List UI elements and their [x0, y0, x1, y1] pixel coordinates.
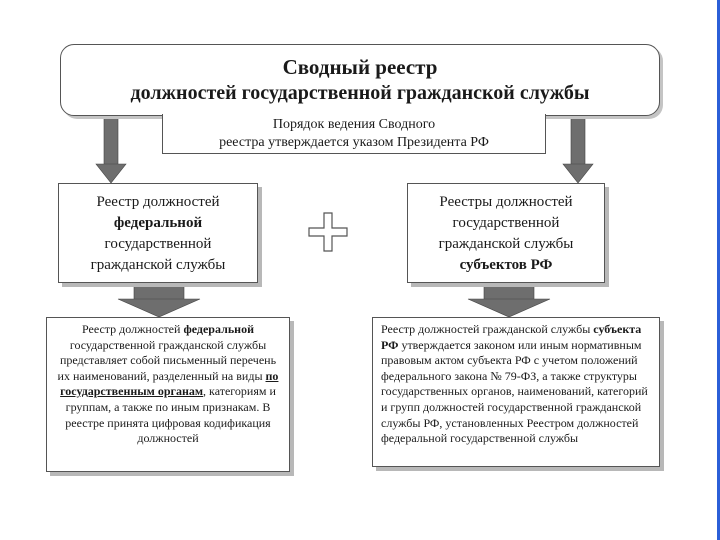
right-edge-accent — [717, 0, 720, 540]
federal-description-text-3: государственной гражданской службы предс… — [57, 337, 277, 383]
federal-registry-box: Реестр должностей федеральной государств… — [58, 183, 258, 283]
subjects-description-box: Реестр должностей гражданской службы суб… — [372, 317, 660, 467]
federal-description-text-1: Реестр должностей — [81, 322, 184, 336]
title-line-1: Сводный реестр — [282, 55, 438, 79]
order-note-box: Порядок ведения Сводного реестра утвержд… — [162, 114, 546, 154]
federal-registry-line-1: Реестр должностей — [96, 194, 220, 210]
federal-registry-line-3: государственной — [104, 236, 212, 252]
plus-icon — [308, 212, 348, 252]
arrow-title-to-subjects — [562, 115, 594, 184]
title-box: Сводный реестр должностей государственно… — [60, 44, 660, 116]
arrow-subjects-to-description — [467, 282, 551, 318]
federal-description-text-5: , категориям и группам, а также по иным … — [65, 384, 276, 446]
federal-registry-line-4: гражданской службы — [90, 257, 226, 273]
subjects-registry-line-1: Реестры должностей — [439, 194, 573, 210]
subjects-registry-line-4: субъектов РФ — [459, 257, 553, 273]
federal-registry-line-2: федеральной — [113, 215, 203, 231]
order-note-line-2: реестра утверждается указом Президента Р… — [219, 135, 489, 150]
subjects-registry-line-3: гражданской службы — [438, 236, 574, 252]
arrow-federal-to-description — [117, 282, 201, 318]
arrow-title-to-federal — [95, 115, 127, 184]
subjects-description-text-2: субъекта РФ — [381, 322, 642, 352]
federal-description-box: Реестр должностей федеральной государств… — [46, 317, 290, 472]
subjects-description-text-3: утверждается законом или иным нормативны… — [381, 337, 648, 446]
title-line-2: должностей государственной гражданской с… — [130, 82, 590, 104]
subjects-description-text-1: Реестр должностей гражданской службы — [381, 322, 594, 336]
subjects-registry-box: Реестры должностей государственной гражд… — [407, 183, 605, 283]
subjects-registry-line-2: государственной — [452, 215, 560, 231]
federal-description-text-2: федеральной — [183, 322, 254, 336]
federal-description-text-4: по государственным органам — [60, 368, 279, 399]
order-note-line-1: Порядок ведения Сводного — [272, 117, 436, 132]
